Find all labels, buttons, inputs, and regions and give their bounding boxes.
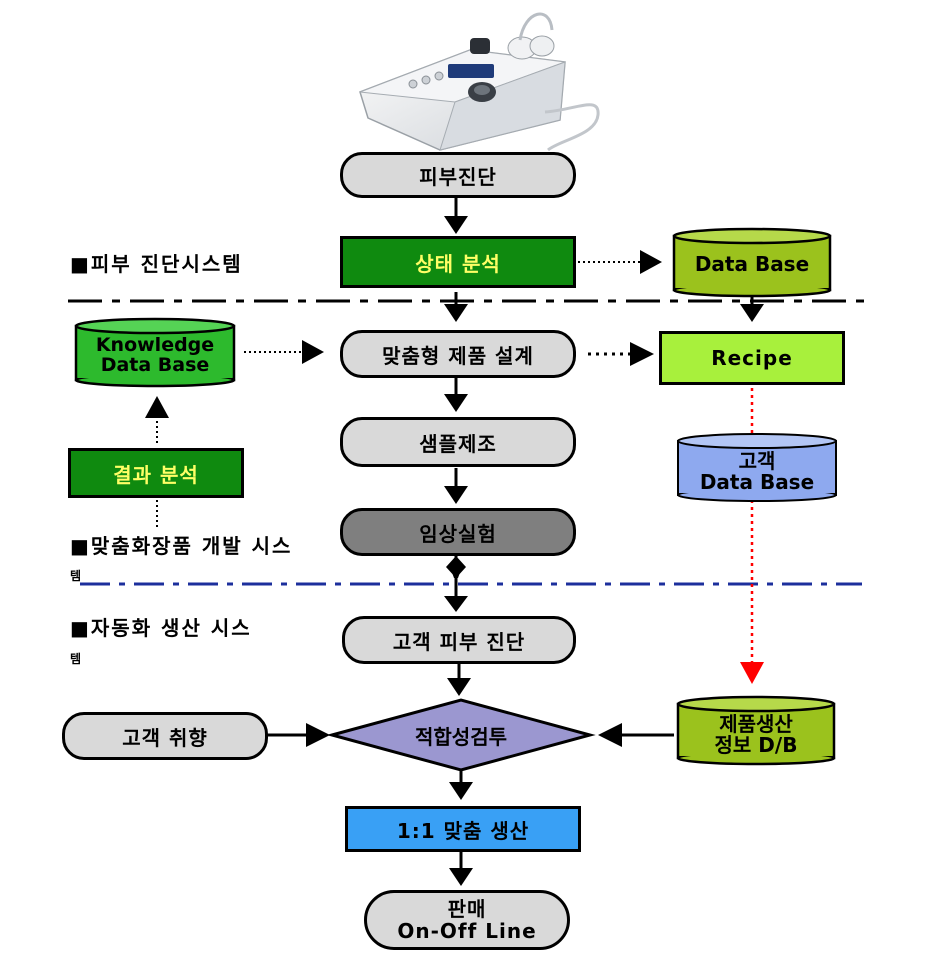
database-cylinder: [672, 227, 832, 298]
suitability-review-label-box: 적합성검투: [380, 720, 542, 750]
skin-diagnosis-node: 피부진단: [340, 152, 576, 198]
customer-preference-node: 고객 취향: [62, 712, 268, 760]
knowledge-db-label-line1: Knowledge: [95, 334, 215, 357]
recipe-node: Recipe: [659, 331, 845, 385]
knowledge-db-label-box: Knowledge Data Base: [76, 331, 234, 381]
dev-system-label-line1: ■맞춤화장품 개발 시스: [70, 534, 293, 558]
dev-system-label-line2: 템: [70, 569, 82, 583]
recipe-to-production-arrow: [740, 388, 764, 684]
production-info-database-cylinder: [676, 695, 836, 766]
result-analysis-label: 결과 분석: [113, 462, 199, 487]
auto-production-system-label-line2: 템: [70, 652, 82, 666]
clinical-test-label: 임상실험: [419, 521, 497, 546]
one-to-one-production-node: 1:1 맞춤 생산: [345, 806, 581, 852]
sample-manufacture-label: 샘플제조: [419, 431, 497, 456]
sales-label-line2: On-Off Line: [397, 919, 537, 943]
result-analysis-node: 결과 분석: [68, 448, 244, 498]
sales-node: 판매 On-Off Line: [364, 890, 570, 950]
custom-design-label: 맞춤형 제품 설계: [382, 343, 534, 368]
diamond-input-arrows: [268, 723, 674, 747]
customer-preference-label: 고객 취향: [122, 725, 208, 750]
state-analysis-node: 상태 분석: [340, 236, 576, 288]
production-info-label-line2: 정보 D/B: [714, 733, 798, 757]
suitability-review-diamond: [326, 698, 596, 772]
skin-diagnosis-device-image: [359, 12, 600, 152]
one-to-one-production-label: 1:1 맞춤 생산: [396, 818, 530, 843]
custom-design-node: 맞춤형 제품 설계: [340, 330, 576, 378]
flow-junction-marker: [446, 556, 466, 578]
customer-db-label-line1: 고객: [738, 449, 776, 473]
skin-diagnosis-label: 피부진단: [419, 164, 497, 189]
recipe-label: Recipe: [711, 346, 793, 370]
state-analysis-label: 상태 분석: [415, 251, 501, 276]
dotted-connectors: [156, 261, 640, 530]
auto-production-system-label-line1: ■자동화 생산 시스: [70, 616, 252, 640]
knowledge-db-label-line2: Data Base: [100, 354, 210, 376]
clinical-test-node: 임상실험: [340, 508, 576, 556]
production-info-label-line1: 제품생산: [719, 712, 793, 736]
customer-db-label-line2: Data Base: [699, 470, 815, 494]
customer-db-label-box: 고객 Data Base: [678, 447, 836, 497]
sample-manufacture-node: 샘플제조: [340, 417, 576, 467]
customer-database-cylinder: [677, 433, 837, 502]
suitability-review-label: 적합성검투: [415, 724, 507, 749]
dotted-connector-arrowheads: [145, 250, 662, 418]
knowledge-database-cylinder: [74, 317, 236, 388]
database-label: Data Base: [694, 251, 810, 276]
skin-diagnosis-system-label: ■피부 진단시스템: [70, 252, 243, 276]
production-info-label-box: 제품생산 정보 D/B: [678, 710, 834, 760]
database-label-box: Data Base: [674, 242, 830, 286]
customer-skin-diagnosis-node: 고객 피부 진단: [342, 616, 576, 664]
sales-label-line1: 판매: [447, 897, 487, 921]
customer-skin-diagnosis-label: 고객 피부 진단: [392, 629, 526, 654]
